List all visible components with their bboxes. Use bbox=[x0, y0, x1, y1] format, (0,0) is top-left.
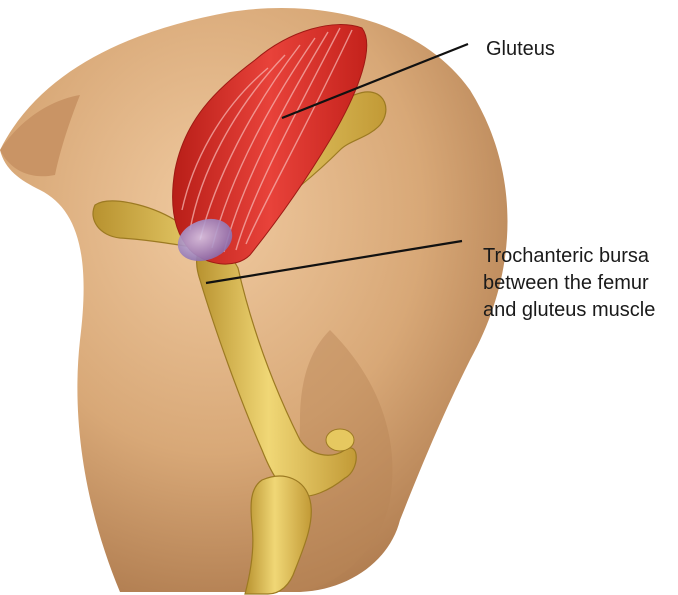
patella-bone bbox=[326, 429, 354, 451]
bursa-label-line-3: and gluteus muscle bbox=[483, 297, 655, 324]
gluteus-label: Gluteus bbox=[486, 36, 555, 63]
trochanteric-bursa-label: Trochanteric bursa between the femur and… bbox=[483, 243, 655, 324]
bursa-label-line-2: between the femur bbox=[483, 270, 655, 297]
bursa-label-line-1: Trochanteric bursa bbox=[483, 243, 655, 270]
